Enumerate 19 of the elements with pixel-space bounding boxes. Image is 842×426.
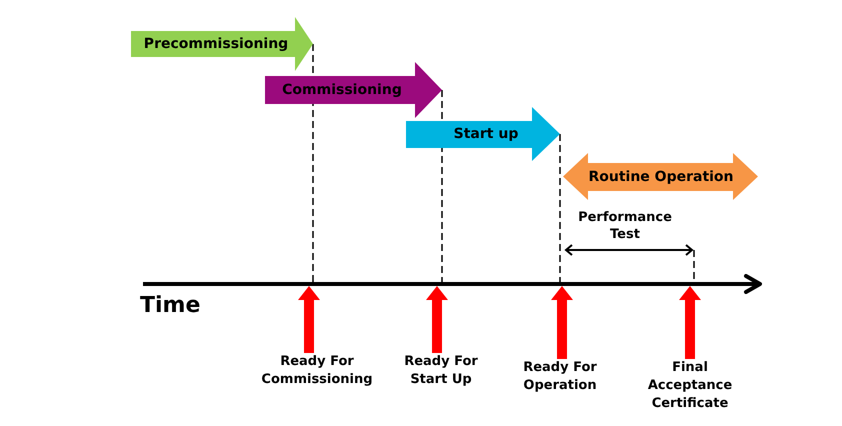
milestone-label: Final Acceptance Certificate (642, 359, 738, 413)
phase-banner (563, 153, 758, 200)
phase-banner (265, 62, 442, 118)
milestone-label: Ready For Operation (518, 359, 602, 395)
phase-banner (131, 17, 313, 71)
milestone-arrow (426, 286, 448, 353)
phase-label: Start up (454, 125, 518, 143)
milestone-arrow (679, 286, 701, 359)
milestone-label: Ready For Start Up (399, 353, 483, 389)
milestone-arrow (551, 286, 573, 359)
phase-label: Commissioning (282, 81, 402, 99)
axis-label: Time (140, 293, 200, 319)
phase-banner (406, 107, 560, 161)
milestone-arrow (298, 286, 320, 353)
time-axis (143, 274, 762, 294)
dimension-label: Performance Test (577, 209, 673, 243)
phase-label: Routine Operation (588, 168, 734, 186)
phase-label: Precommissioning (144, 35, 288, 53)
milestone-label: Ready For Commissioning (257, 353, 377, 389)
